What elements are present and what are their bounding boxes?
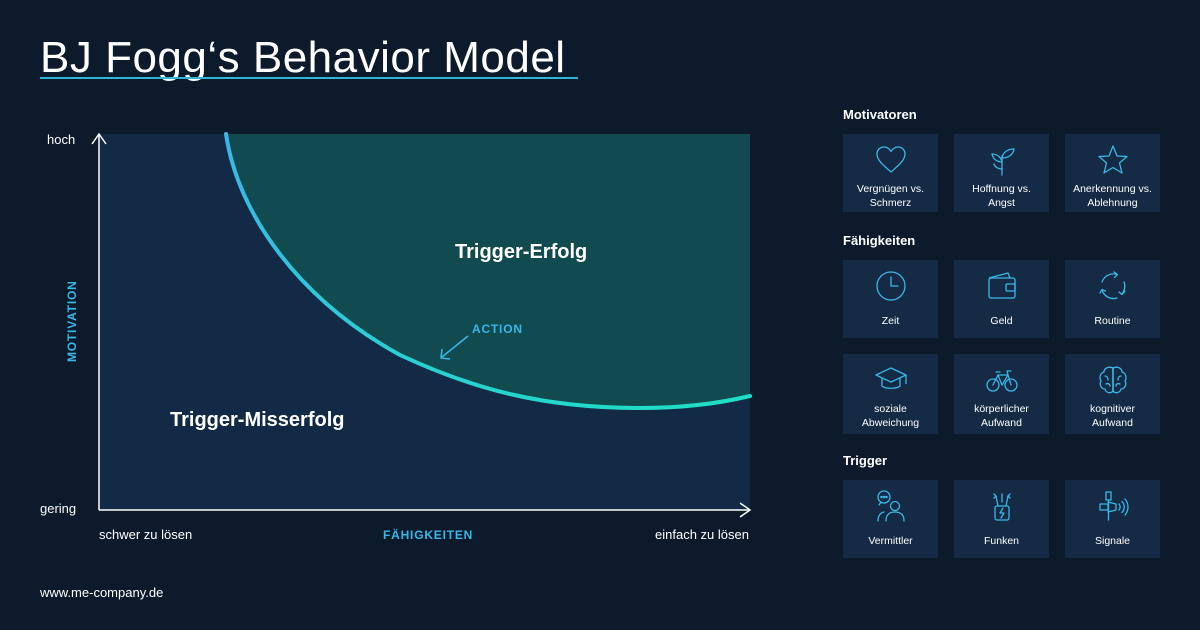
card-pleasure-pain: Vergnügen vs. Schmerz — [843, 134, 938, 212]
x-axis-title: FÄHIGKEITEN — [383, 528, 474, 542]
wallet-icon — [984, 268, 1020, 304]
action-label: ACTION — [472, 322, 523, 336]
behavior-model-diagram — [91, 132, 752, 518]
card-label: kognitiver Aufwand — [1090, 403, 1135, 429]
card-spark: Funken — [954, 480, 1049, 558]
footer-url: www.me-company.de — [40, 585, 164, 600]
card-routine: Routine — [1065, 260, 1160, 338]
card-cognitive-effort: kognitiver Aufwand — [1065, 354, 1160, 434]
x-axis-left-label: schwer zu lösen — [99, 527, 193, 542]
section-title-triggers: Trigger — [843, 453, 888, 468]
card-label: Funken — [983, 535, 1020, 547]
card-mediator: Vermittler — [843, 480, 938, 558]
heart-icon — [873, 142, 909, 178]
section-title-motivators: Motivatoren — [843, 107, 917, 122]
success-region-label: Trigger-Erfolg — [455, 241, 588, 263]
card-label: Anerkennung vs. Ablehnung — [1073, 183, 1152, 209]
card-social-deviance: soziale Abweichung — [843, 354, 938, 434]
card-label: soziale Abweichung — [861, 403, 920, 429]
cycle-icon — [1095, 268, 1131, 304]
page-title: BJ Fogg‘s Behavior Model — [40, 33, 566, 82]
signal-icon — [1095, 488, 1131, 524]
card-money: Geld — [954, 260, 1049, 338]
bicycle-icon — [984, 362, 1020, 398]
action-pointer-head — [440, 348, 451, 360]
star-icon — [1095, 142, 1131, 178]
x-axis-arrow — [739, 502, 752, 518]
action-pointer-line — [441, 335, 469, 358]
failure-region-label: Trigger-Misserfolg — [170, 409, 345, 431]
motivators-grid: Vergnügen vs. Schmerz Hoffnung vs. Angst… — [843, 134, 1160, 212]
card-label: Routine — [1094, 315, 1131, 327]
card-label: Signale — [1094, 535, 1131, 547]
card-label: Vergnügen vs. Schmerz — [856, 183, 925, 209]
success-region — [226, 134, 750, 408]
card-physical-effort: körperlicher Aufwand — [954, 354, 1049, 434]
section-title-abilities: Fähigkeiten — [843, 233, 916, 248]
card-signals: Signale — [1065, 480, 1160, 558]
y-axis-high-label: hoch — [47, 132, 76, 147]
person-speech-icon — [873, 488, 909, 524]
card-recognition-rejection: Anerkennung vs. Ablehnung — [1065, 134, 1160, 212]
card-label: Vermittler — [868, 535, 913, 547]
card-time: Zeit — [843, 260, 938, 338]
spark-icon — [984, 488, 1020, 524]
y-axis-low-label: gering — [40, 501, 77, 516]
brain-icon — [1095, 362, 1131, 398]
sprout-icon — [984, 142, 1020, 178]
title-underline — [40, 77, 578, 79]
card-label: körperlicher Aufwand — [974, 403, 1029, 429]
abilities-grid: Zeit Geld Routine — [843, 260, 1160, 434]
card-label: Hoffnung vs. Angst — [972, 183, 1031, 209]
card-hope-fear: Hoffnung vs. Angst — [954, 134, 1049, 212]
y-axis-arrow — [91, 132, 107, 145]
card-label: Zeit — [881, 315, 900, 327]
triggers-grid: Vermittler Funken — [843, 480, 1160, 558]
clock-icon — [873, 268, 909, 304]
action-curve — [224, 132, 752, 411]
card-label: Geld — [990, 315, 1013, 327]
y-axis-title: MOTIVATION — [65, 280, 79, 362]
graduation-cap-icon — [873, 362, 909, 398]
x-axis-right-label: einfach zu lösen — [655, 527, 749, 542]
